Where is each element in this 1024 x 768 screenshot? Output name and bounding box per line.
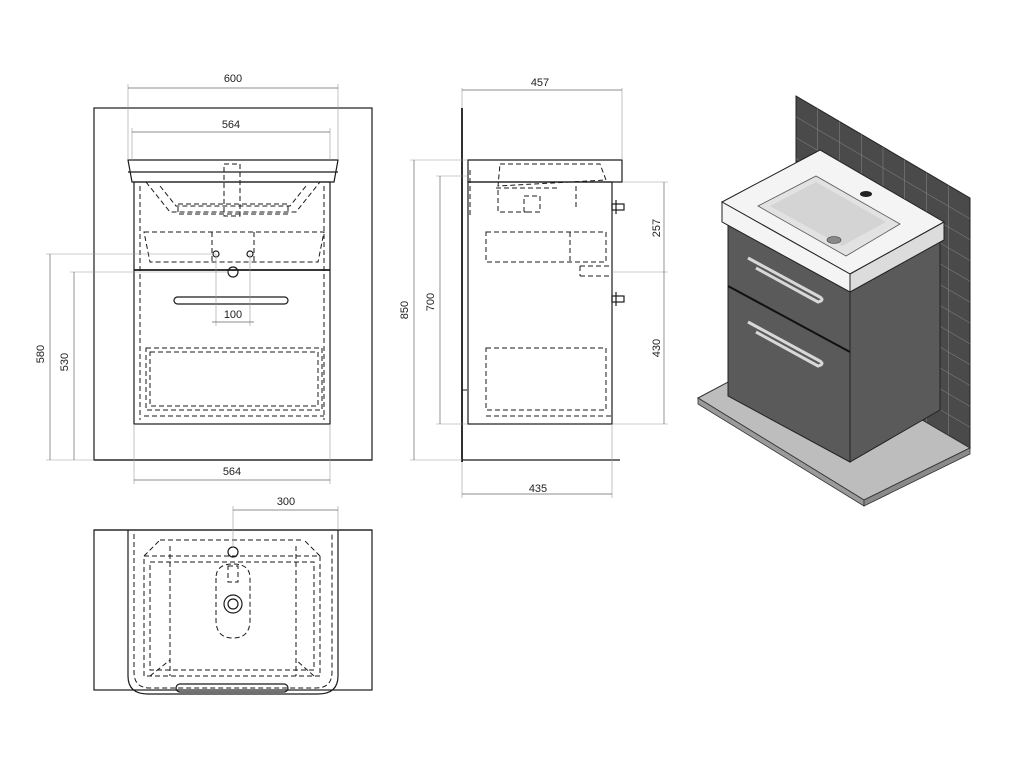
dim-height-700: 700: [425, 293, 437, 311]
front-basin-outline: [127, 159, 339, 183]
render-basin-side: [849, 221, 945, 293]
dim-upper-257: 257: [651, 219, 663, 237]
render-tap-hole: [860, 191, 872, 197]
top-view: 300: [93, 496, 373, 695]
side-cabinet: [467, 181, 613, 425]
side-view: 457 435 850 700 257 430: [399, 77, 668, 498]
top-basin-outline: [127, 530, 339, 695]
top-wall-panel: [93, 529, 373, 691]
render-upper-handle: [747, 256, 824, 304]
dim-cabinet-width: 564: [223, 466, 241, 478]
dim-basin-inner-width: 564: [222, 119, 240, 131]
dim-height-850: 850: [399, 301, 411, 319]
dim-offset-300: 300: [277, 496, 295, 508]
side-basin-outline: [467, 159, 623, 183]
dim-overall-width: 600: [224, 73, 242, 85]
dim-lower-430: 430: [651, 339, 663, 357]
front-lower-handle: [173, 296, 289, 305]
isometric-render: [696, 95, 972, 507]
top-drain-slot: [215, 563, 251, 639]
render-drain: [826, 236, 842, 244]
dim-cabinet-depth: 435: [529, 483, 547, 495]
dim-overall-depth: 457: [531, 77, 549, 89]
front-cabinet: [133, 181, 331, 425]
front-view: 600 564 564 580 530 100: [35, 73, 373, 484]
wall-grid-line: [795, 116, 971, 220]
dim-height-580: 580: [35, 345, 47, 363]
dim-height-530: 530: [59, 353, 71, 371]
render-lower-handle: [747, 320, 824, 368]
dim-handle-width: 100: [224, 309, 242, 321]
